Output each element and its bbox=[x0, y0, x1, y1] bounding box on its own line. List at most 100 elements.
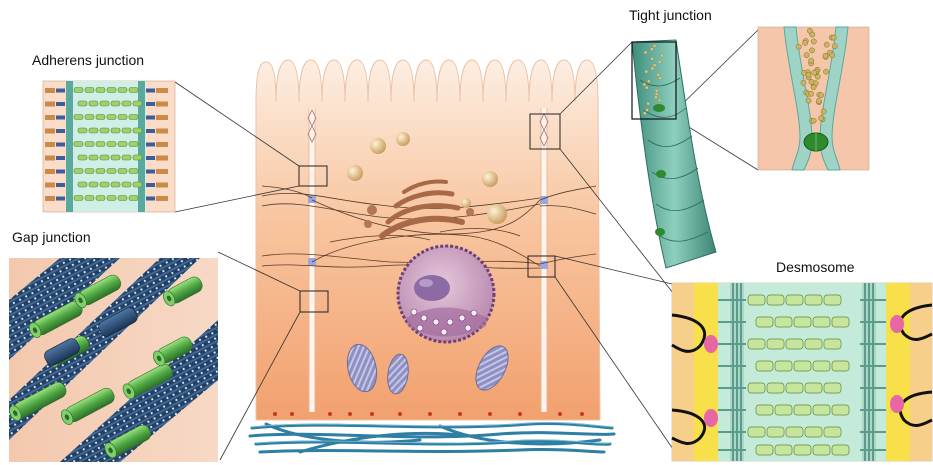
cadherin-domain bbox=[118, 196, 127, 201]
desmoglein-domain bbox=[794, 361, 811, 371]
desmoglein-domain bbox=[824, 295, 841, 305]
solute-particle bbox=[824, 69, 829, 74]
cadherin-domain bbox=[107, 169, 116, 174]
cadherin-domain bbox=[89, 101, 98, 106]
catenin-anchor bbox=[146, 129, 155, 133]
epithelial-cell bbox=[250, 60, 614, 452]
desmoglein-domain bbox=[813, 445, 830, 455]
catenin-anchor bbox=[56, 129, 65, 133]
solute-particle bbox=[807, 28, 812, 33]
catenin-anchor bbox=[156, 196, 168, 201]
cadherin-domain bbox=[85, 142, 94, 147]
desmoglein-domain bbox=[756, 361, 773, 371]
desmoglein-domain bbox=[794, 317, 811, 327]
solute-particle bbox=[824, 42, 829, 47]
cadherin-domain bbox=[133, 128, 142, 133]
catenin-anchor bbox=[146, 197, 155, 201]
solute-particle bbox=[812, 70, 817, 75]
desmoglein-domain bbox=[756, 445, 773, 455]
desmosome-inset bbox=[672, 283, 932, 461]
solute-particle bbox=[831, 35, 836, 40]
catenin-anchor bbox=[45, 183, 55, 188]
catenin-anchor bbox=[45, 156, 55, 161]
solute-particle bbox=[809, 58, 814, 63]
cadherin-domain bbox=[129, 88, 138, 93]
cadherin-domain bbox=[133, 101, 142, 106]
desmoglein-domain bbox=[794, 445, 811, 455]
catenin-anchor bbox=[156, 156, 168, 161]
solute-particle bbox=[830, 53, 835, 58]
desmoglein-domain bbox=[813, 361, 830, 371]
catenin-anchor bbox=[56, 102, 65, 106]
desmoglein-domain bbox=[832, 361, 849, 371]
gap-junction-inset bbox=[7, 258, 218, 462]
catenin-anchor bbox=[56, 170, 65, 174]
catenin-anchor bbox=[45, 88, 55, 93]
desmosome-plaque-left-band bbox=[694, 283, 718, 461]
catenin-anchor bbox=[45, 196, 55, 201]
desmoglein-domain bbox=[832, 405, 849, 415]
cadherin-domain bbox=[118, 88, 127, 93]
catenin-anchor bbox=[56, 197, 65, 201]
desmoglein-domain bbox=[786, 295, 803, 305]
cadherin-domain bbox=[96, 196, 105, 201]
cadherin-domain bbox=[74, 196, 83, 201]
cadherin-domain bbox=[85, 196, 94, 201]
cadherin-domain bbox=[107, 115, 116, 120]
desmoglein-domain bbox=[824, 427, 841, 437]
cadherin-domain bbox=[129, 169, 138, 174]
solute-particle bbox=[811, 39, 816, 44]
cadherin-domain bbox=[78, 182, 87, 187]
desmosome-left-membrane bbox=[730, 283, 744, 461]
desmoglein-domain bbox=[813, 317, 830, 327]
desmoglein-domain bbox=[832, 445, 849, 455]
desmoglein-domain bbox=[748, 427, 765, 437]
desmoglein-domain bbox=[786, 383, 803, 393]
catenin-anchor bbox=[146, 156, 155, 160]
nucleus bbox=[398, 246, 494, 342]
cadherin-domain bbox=[111, 101, 120, 106]
cadherin-domain bbox=[122, 101, 131, 106]
catenin-anchor bbox=[45, 115, 55, 120]
catenin-anchor bbox=[146, 143, 155, 147]
solute-particle bbox=[801, 80, 806, 85]
desmoglein-domain bbox=[748, 295, 765, 305]
catenin-anchor bbox=[146, 170, 155, 174]
solute-particle bbox=[796, 44, 801, 49]
desmoglein-domain bbox=[767, 339, 784, 349]
cadherin-domain bbox=[78, 155, 87, 160]
solute-particle bbox=[804, 53, 809, 58]
desmoglein-domain bbox=[832, 317, 849, 327]
desmoglein-domain bbox=[813, 405, 830, 415]
cadherin-domain bbox=[118, 115, 127, 120]
catenin-anchor bbox=[56, 143, 65, 147]
solute-particle bbox=[809, 79, 814, 84]
catenin-anchor bbox=[156, 129, 168, 134]
cadherin-domain bbox=[78, 101, 87, 106]
solute-particle bbox=[819, 116, 824, 121]
solute-particle bbox=[823, 53, 828, 58]
catenin-anchor bbox=[56, 156, 65, 160]
catenin-anchor bbox=[146, 116, 155, 120]
catenin-anchor bbox=[56, 183, 65, 187]
solute-particle bbox=[821, 109, 826, 114]
cadherin-domain bbox=[96, 115, 105, 120]
desmoglein-domain bbox=[805, 339, 822, 349]
desmoglein-domain bbox=[775, 405, 792, 415]
desmoglein-domain bbox=[786, 427, 803, 437]
cadherin-domain bbox=[129, 142, 138, 147]
cadherin-domain bbox=[96, 169, 105, 174]
cadherin-domain bbox=[100, 182, 109, 187]
catenin-anchor bbox=[156, 88, 168, 93]
cadherin-domain bbox=[74, 142, 83, 147]
catenin-anchor bbox=[56, 116, 65, 120]
cadherin-domain bbox=[100, 155, 109, 160]
desmoglein-domain bbox=[775, 445, 792, 455]
cadherin-domain bbox=[85, 115, 94, 120]
cadherin-domain bbox=[85, 88, 94, 93]
catenin-anchor bbox=[156, 102, 168, 107]
cadherin-domain bbox=[129, 196, 138, 201]
cadherin-domain bbox=[107, 196, 116, 201]
cadherin-domain bbox=[118, 142, 127, 147]
